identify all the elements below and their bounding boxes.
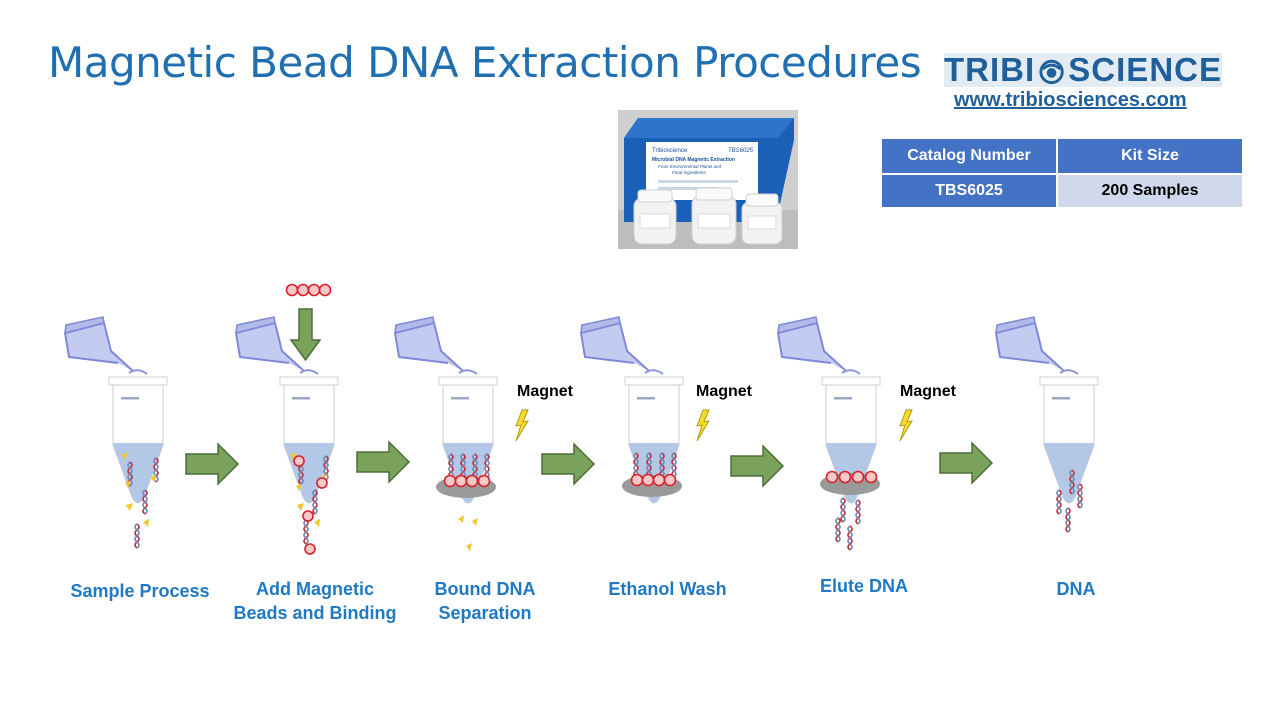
product-photo: Tribioscience TBS6025 Microbial DNA Magn…	[618, 110, 798, 249]
lightning-bolt-icon	[696, 409, 711, 442]
box-brand-text: Tribioscience	[652, 148, 688, 154]
brand-name-right: SCIENCE	[1068, 51, 1222, 88]
catalog-number-header: Catalog Number	[880, 137, 1058, 175]
box-desc-text-2: Food Ingredients	[672, 170, 707, 175]
lightning-bolt-icon	[515, 409, 530, 442]
magnet-label: Magnet	[696, 383, 752, 400]
magnet-label: Magnet	[900, 383, 956, 400]
brand-name-left: TRIBI	[944, 51, 1036, 88]
tube-3-contents	[436, 453, 496, 551]
website-link[interactable]: www.tribiosciences.com	[954, 89, 1187, 111]
eye-logo-icon	[1039, 59, 1064, 85]
kit-info-table: Catalog Number Kit Size TBS6025 200 Samp…	[880, 137, 1244, 209]
tube-ethanol-wash	[580, 316, 684, 504]
step-arrow-5-icon	[939, 442, 993, 484]
step-arrow-3-icon	[541, 443, 595, 485]
step-label-add-beads: Add Magnetic Beads and Binding	[225, 577, 405, 625]
down-arrow-icon	[289, 308, 322, 362]
tube-1-particles	[121, 452, 159, 549]
step-arrow-4-icon	[730, 445, 784, 487]
step-label-elute-dna: Elute DNA	[800, 574, 928, 598]
step-label-line: Separation	[438, 603, 532, 623]
step-label-line: Sample Process	[70, 581, 210, 601]
kit-box-illustration: Tribioscience TBS6025 Microbial DNA Magn…	[618, 110, 798, 249]
step-arrow-2-icon	[356, 441, 410, 483]
table-row: TBS6025 200 Samples	[880, 173, 1244, 209]
step-label-ethanol-wash: Ethanol Wash	[590, 577, 745, 601]
box-desc-text-1: From Environmental Plants and	[658, 164, 722, 169]
catalog-number-cell: TBS6025	[880, 173, 1058, 209]
step-label-line: Add Magnetic	[255, 579, 374, 599]
step-label-line: Beads and Binding	[233, 603, 397, 623]
box-product-text: Microbial DNA Magnetic Extraction	[652, 157, 735, 163]
step-label-bound-separation: Bound DNA Separation	[415, 577, 555, 625]
step-label-dna: DNA	[1036, 577, 1116, 601]
tube-bound-separation	[394, 316, 498, 504]
step-label-sample-process: Sample Process	[60, 579, 220, 603]
tube-1-liquid	[113, 443, 163, 445]
magnetic-beads-input	[285, 283, 332, 297]
step-arrow-1-icon	[185, 443, 239, 485]
step-label-line: DNA	[1056, 579, 1096, 599]
step-label-line: Bound DNA	[434, 579, 536, 599]
tube-dna	[995, 316, 1099, 504]
step-label-line: Ethanol Wash	[608, 579, 727, 599]
tube-add-beads	[235, 316, 339, 504]
tube-4-contents	[622, 452, 682, 497]
page-title: Magnetic Bead DNA Extraction Procedures	[48, 38, 922, 87]
step-label-line: Elute DNA	[819, 576, 908, 596]
lightning-bolt-icon	[899, 409, 914, 442]
kit-size-header: Kit Size	[1056, 137, 1244, 175]
box-catalog-text: TBS6025	[728, 148, 754, 154]
tube-5-contents	[820, 470, 880, 551]
brand-logo: TRIBI SCIENCE	[944, 51, 1222, 88]
tube-2-particles	[290, 452, 329, 555]
kit-size-cell: 200 Samples	[1056, 173, 1244, 209]
tube-elute	[777, 316, 881, 504]
kit-table-header-row: Catalog Number Kit Size	[880, 137, 1244, 175]
magnet-label: Magnet	[517, 383, 573, 400]
